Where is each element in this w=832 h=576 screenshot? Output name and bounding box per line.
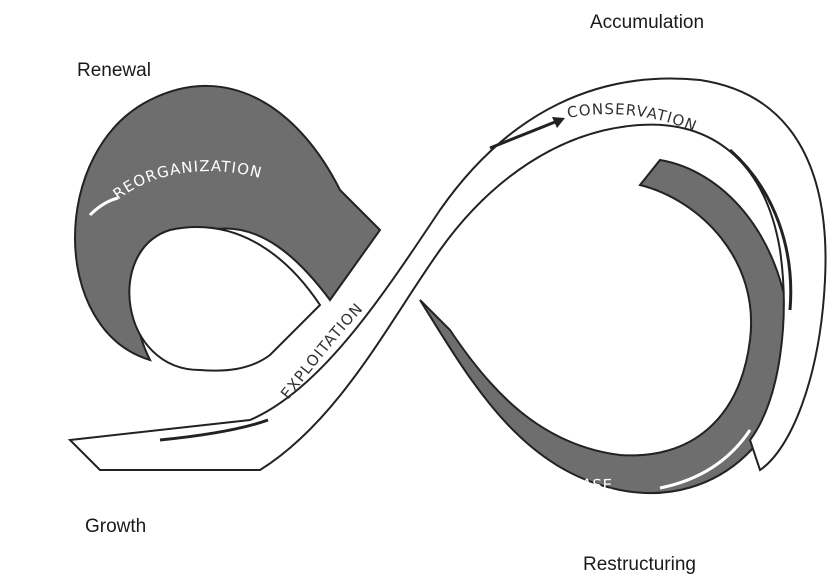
white-ribbon-band [67,77,827,472]
accumulation-label: Accumulation [590,12,705,33]
conservation-arrow [489,118,561,150]
renewal-label: Renewal [77,60,151,81]
right-loop-dark-band [419,158,792,495]
left-loop-hole [128,226,322,372]
reorganization-arrow-stroke [88,196,119,217]
restructuring-label: Restructuring [583,554,696,575]
growth-label: Growth [85,516,147,537]
conservation-inner-edge [729,148,793,311]
conservation-arrowhead [552,117,565,128]
release-arrow-stroke [659,429,752,490]
exploitation-dash [159,418,269,442]
